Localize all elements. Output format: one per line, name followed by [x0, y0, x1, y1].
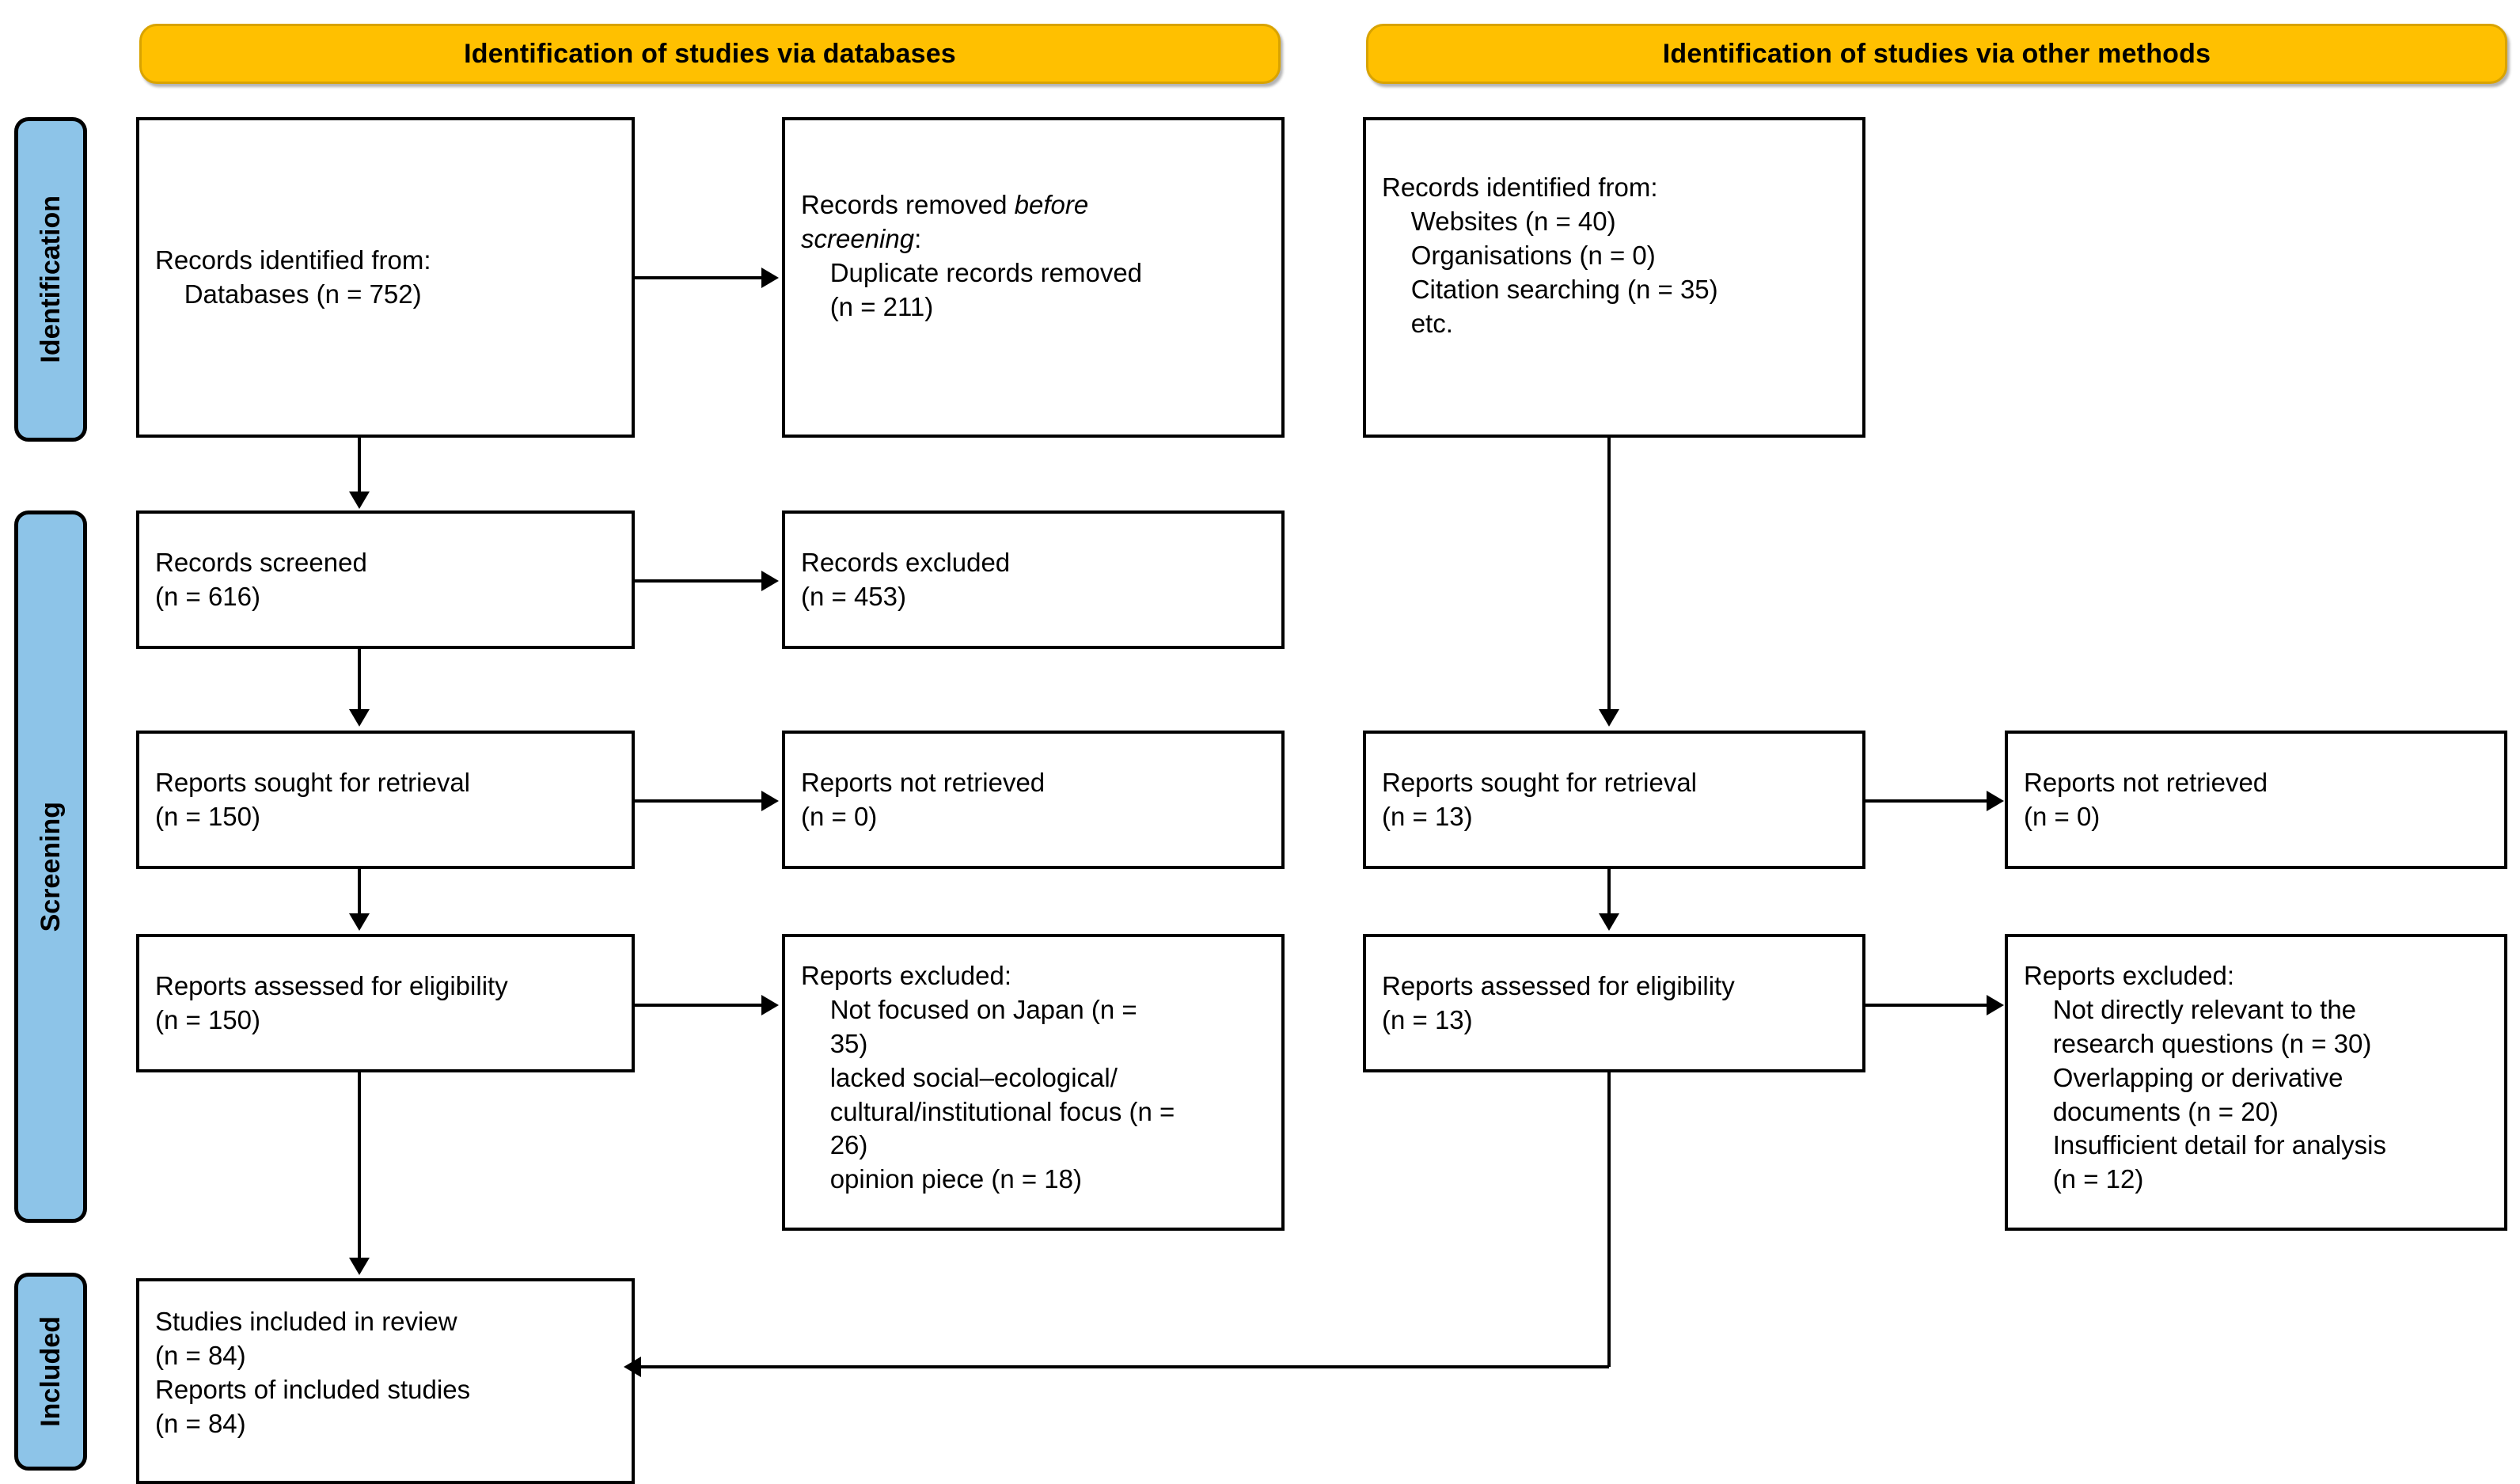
arrowhead-db-identified-to-screened: [349, 492, 370, 509]
box-om-records-identified: Records identified from: Websites (n = 4…: [1363, 117, 1865, 438]
phase-bar-included: Included: [14, 1273, 87, 1471]
box-om-reports-not-retrieved: Reports not retrieved (n = 0): [2005, 731, 2507, 869]
connector-om-sought-to-assessed: [1607, 869, 1611, 915]
phase-label-included: Included: [35, 1316, 66, 1427]
connector-om-sought-to-not-retrieved: [1865, 799, 1988, 803]
phase-bar-screening: Screening: [14, 510, 87, 1223]
connector-db-sought-to-not-retrieved: [635, 799, 761, 803]
header-other-methods-label: Identification of studies via other meth…: [1662, 38, 2211, 69]
arrowhead-db-sought-to-not-retrieved: [761, 791, 779, 811]
box-studies-included-text: Studies included in review (n = 84) Repo…: [155, 1307, 471, 1438]
arrowhead-db-sought-to-assessed: [349, 913, 370, 931]
arrowhead-db-assessed-to-excluded: [761, 995, 779, 1015]
box-db-records-identified: Records identified from: Databases (n = …: [136, 117, 635, 438]
box-om-reports-excluded-detail-text: Reports excluded: Not directly relevant …: [2024, 961, 2386, 1194]
box-om-reports-not-retrieved-text: Reports not retrieved (n = 0): [2024, 767, 2268, 831]
phase-bar-identification: Identification: [14, 117, 87, 442]
box-om-reports-assessed: Reports assessed for eligibility (n = 13…: [1363, 934, 1865, 1072]
arrowhead-om-sought-to-not-retrieved: [1987, 791, 2004, 811]
box-om-reports-sought: Reports sought for retrieval (n = 13): [1363, 731, 1865, 869]
box-db-reports-not-retrieved-text: Reports not retrieved (n = 0): [801, 767, 1046, 831]
arrowhead-om-identified-to-sought: [1599, 709, 1619, 727]
box-db-records-removed: Records removed before screening: Duplic…: [782, 117, 1285, 438]
box-db-reports-sought-text: Reports sought for retrieval (n = 150): [155, 767, 471, 831]
records-removed-colon: :: [914, 223, 922, 253]
records-removed-before-italic: before: [1014, 190, 1089, 219]
header-databases-label: Identification of studies via databases: [464, 38, 956, 69]
arrowhead-om-assessed-to-included: [624, 1357, 641, 1377]
header-identification-via-databases: Identification of studies via databases: [139, 24, 1281, 84]
arrowhead-db-screened-to-excluded: [761, 571, 779, 591]
box-db-records-screened-text: Records screened (n = 616): [155, 547, 367, 611]
box-om-records-identified-text: Records identified from: Websites (n = 4…: [1382, 173, 1718, 338]
records-removed-detail: Duplicate records removed (n = 211): [829, 257, 1143, 321]
box-om-reports-sought-text: Reports sought for retrieval (n = 13): [1382, 767, 1698, 831]
connector-db-identified-to-screened: [358, 438, 361, 493]
phase-label-identification: Identification: [35, 195, 66, 363]
box-db-reports-assessed-text: Reports assessed for eligibility (n = 15…: [155, 970, 508, 1034]
records-removed-screening-italic: screening: [801, 223, 915, 253]
connector-db-sought-to-assessed: [358, 869, 361, 915]
box-db-records-screened: Records screened (n = 616): [136, 510, 635, 649]
box-om-reports-excluded-detail: Reports excluded: Not directly relevant …: [2005, 934, 2507, 1231]
box-db-reports-not-retrieved: Reports not retrieved (n = 0): [782, 731, 1285, 869]
box-db-records-identified-text: Records identified from: Databases (n = …: [155, 245, 431, 309]
box-db-reports-sought: Reports sought for retrieval (n = 150): [136, 731, 635, 869]
box-db-reports-excluded-detail: Reports excluded: Not focused on Japan (…: [782, 934, 1285, 1231]
connector-om-assessed-to-included-vertical: [1607, 1072, 1611, 1367]
connector-db-screened-to-sought: [358, 649, 361, 711]
arrowhead-db-screened-to-sought: [349, 709, 370, 727]
connector-db-assessed-to-included: [358, 1072, 361, 1259]
connector-om-assessed-to-included-horizontal: [641, 1365, 1609, 1368]
box-db-reports-excluded-detail-text: Reports excluded: Not focused on Japan (…: [801, 961, 1175, 1194]
box-om-reports-assessed-text: Reports assessed for eligibility (n = 13…: [1382, 970, 1735, 1034]
arrowhead-db-assessed-to-included: [349, 1258, 370, 1275]
box-studies-included: Studies included in review (n = 84) Repo…: [136, 1278, 635, 1484]
connector-db-assessed-to-excluded: [635, 1004, 761, 1007]
records-removed-line1: Records removed: [801, 190, 1015, 219]
connector-om-identified-to-sought: [1607, 438, 1611, 711]
connector-om-assessed-to-excluded: [1865, 1004, 1988, 1007]
arrowhead-om-sought-to-assessed: [1599, 913, 1619, 931]
connector-db-identified-to-removed: [635, 276, 761, 279]
header-identification-via-other-methods: Identification of studies via other meth…: [1366, 24, 2507, 84]
arrowhead-db-identified-to-removed: [761, 268, 779, 288]
connector-db-screened-to-excluded: [635, 579, 761, 583]
phase-label-screening: Screening: [35, 801, 66, 932]
box-db-records-excluded-text: Records excluded (n = 453): [801, 547, 1011, 611]
box-db-records-removed-text: Records removed before screening: Duplic…: [801, 184, 1142, 325]
box-db-reports-assessed: Reports assessed for eligibility (n = 15…: [136, 934, 635, 1072]
box-db-records-excluded: Records excluded (n = 453): [782, 510, 1285, 649]
arrowhead-om-assessed-to-excluded: [1987, 995, 2004, 1015]
